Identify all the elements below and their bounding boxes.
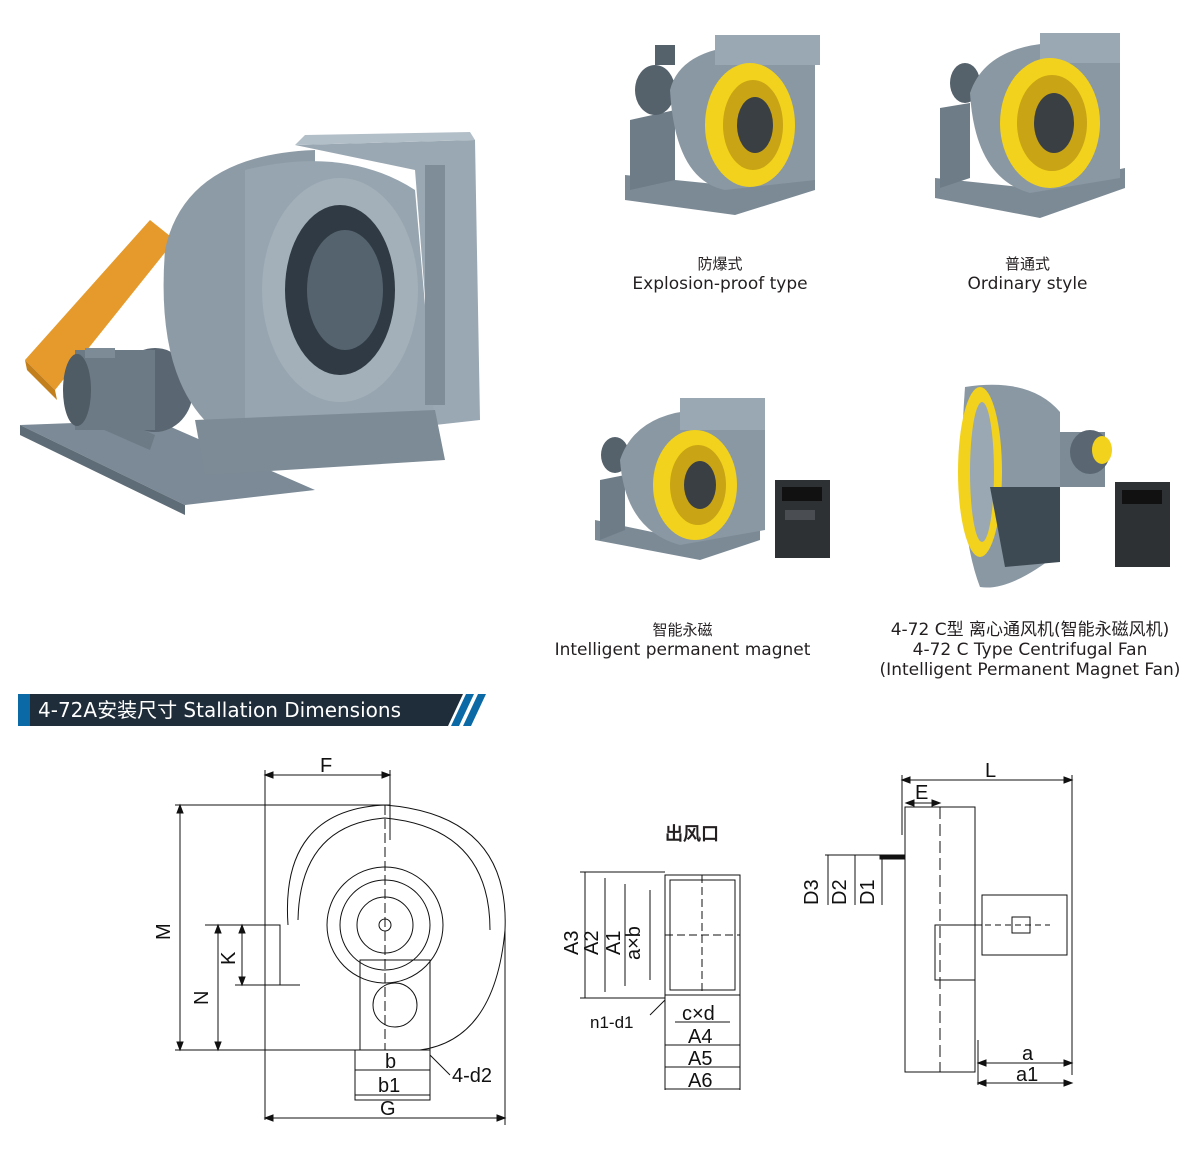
- dim-label-F: F: [320, 755, 332, 777]
- dim-label-a: a: [1022, 1043, 1034, 1065]
- dim-label-A1: A1: [603, 931, 625, 955]
- outlet-drawing: A3 A2 A1 a×b c×d A4 A5 A6 n1-d1: [561, 871, 741, 1092]
- caption-en: Explosion-proof type: [632, 274, 808, 294]
- section-title: 4-72A安装尺寸 Stallation Dimensions: [38, 698, 401, 722]
- caption-zh: 4-72 C型 离心通风机(智能永磁风机): [890, 620, 1170, 640]
- dim-label-b: b: [385, 1051, 396, 1073]
- dim-label-D1: D1: [857, 879, 879, 905]
- dim-label-a1: a1: [1016, 1064, 1038, 1086]
- dim-label-A6: A6: [688, 1070, 712, 1092]
- explosion-proof-fan-image: [625, 35, 820, 215]
- large-centrifugal-fan-image: [20, 132, 480, 515]
- side-view-drawing: F M N K b b1 G 4-d2: [153, 755, 507, 1125]
- caption-en: 4-72 C Type Centrifugal Fan: [912, 640, 1148, 660]
- product-caption-c-type: 4-72 C型 离心通风机(智能永磁风机) 4-72 C Type Centri…: [870, 620, 1190, 680]
- dim-label-A2: A2: [581, 931, 603, 955]
- dim-label-A3: A3: [561, 931, 583, 955]
- dim-label-E: E: [915, 782, 928, 804]
- dim-label-n1d1: n1-d1: [590, 1013, 633, 1032]
- product-caption-intelligent: 智能永磁 Intelligent permanent magnet: [550, 620, 815, 660]
- dim-label-L: L: [985, 760, 996, 782]
- dim-label-D3: D3: [801, 879, 823, 905]
- ordinary-fan-image: [935, 33, 1125, 218]
- product-caption-explosion-proof: 防爆式 Explosion-proof type: [600, 254, 840, 294]
- dim-label-K: K: [218, 951, 240, 965]
- outlet-title: 出风口: [665, 824, 719, 845]
- caption-en-2: (Intelligent Permanent Magnet Fan): [879, 660, 1181, 680]
- dim-label-A5: A5: [688, 1048, 712, 1070]
- product-caption-ordinary: 普通式 Ordinary style: [920, 254, 1135, 294]
- caption-zh: 智能永磁: [652, 621, 713, 639]
- caption-zh: 防爆式: [697, 255, 743, 273]
- front-view-drawing: L E D3 D2 D1 a a1: [801, 760, 1074, 1087]
- intelligent-permanent-magnet-fan-image: [595, 398, 830, 560]
- caption-en: Intelligent permanent magnet: [554, 640, 811, 660]
- dim-label-M: M: [153, 923, 175, 940]
- dim-label-G: G: [380, 1098, 396, 1120]
- section-header-bar: [18, 694, 486, 726]
- dim-label-d2: 4-d2: [452, 1065, 492, 1087]
- caption-en: Ordinary style: [967, 274, 1088, 294]
- caption-zh: 普通式: [1004, 255, 1050, 273]
- dim-label-A4: A4: [688, 1026, 712, 1048]
- dim-label-D2: D2: [829, 879, 851, 905]
- dim-label-axb: a×b: [623, 926, 645, 960]
- dim-label-b1: b1: [378, 1075, 400, 1097]
- dim-label-cxd: c×d: [682, 1003, 715, 1025]
- c-type-centrifugal-fan-image: [958, 384, 1170, 588]
- dim-label-N: N: [191, 991, 213, 1005]
